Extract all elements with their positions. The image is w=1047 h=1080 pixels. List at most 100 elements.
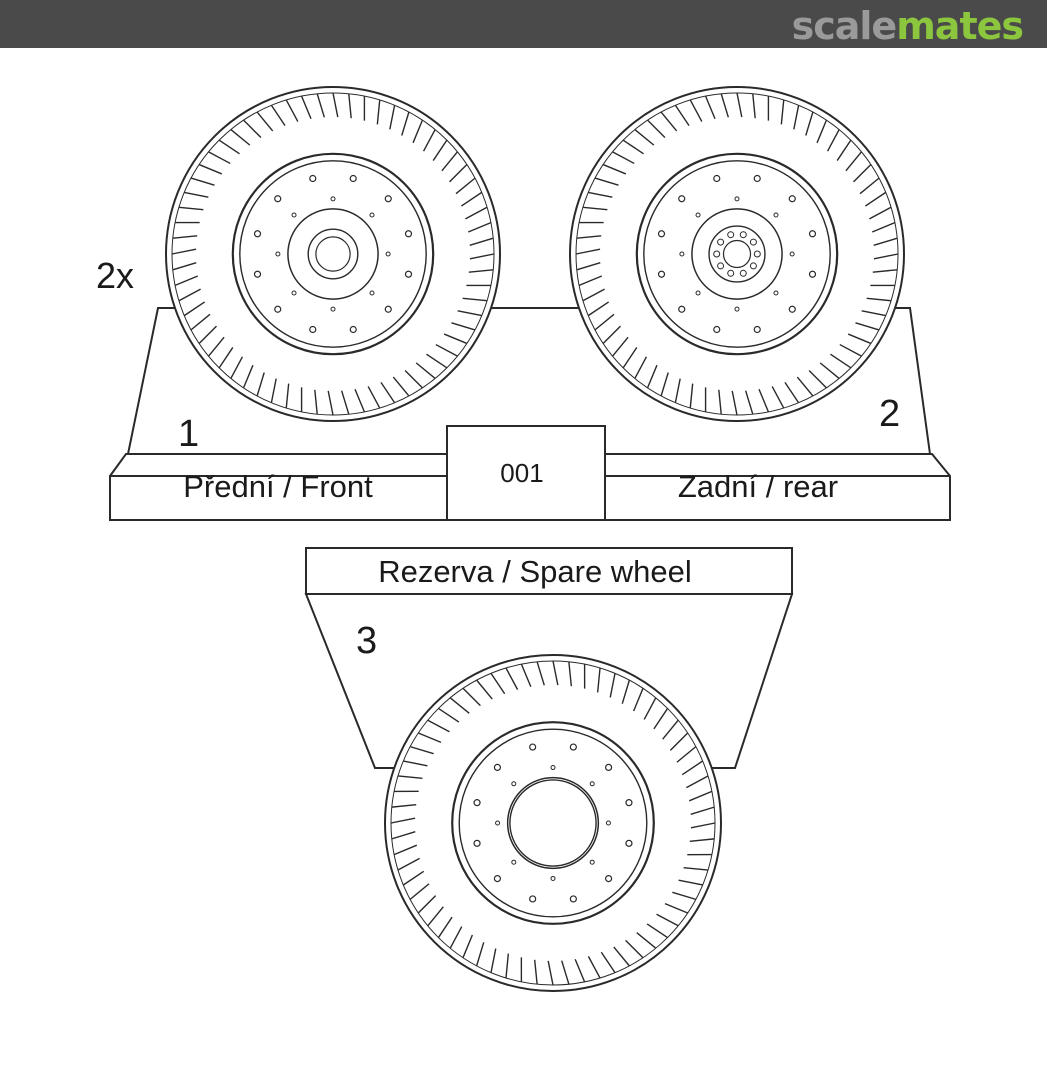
tread-lug	[397, 775, 423, 780]
tread-lug	[401, 111, 410, 136]
tread-lug	[612, 336, 629, 357]
bolt-hole	[808, 230, 817, 238]
tread-lug	[183, 301, 206, 317]
tread-lug	[602, 163, 627, 175]
tread-lug	[391, 831, 416, 840]
tread-lug	[285, 383, 290, 409]
tread-lug	[552, 660, 559, 686]
tread-lug	[784, 381, 800, 404]
hub-ring	[691, 208, 783, 300]
tread-lug	[793, 105, 800, 130]
tread-lug	[871, 221, 896, 233]
tread-lug	[855, 322, 880, 331]
tread-lug	[612, 151, 635, 165]
tread-lug	[270, 378, 277, 403]
bolt-hole	[657, 230, 666, 238]
tread-lug	[404, 370, 423, 389]
tread-lug	[653, 708, 669, 730]
code-box	[446, 425, 606, 521]
inner-bolt	[695, 212, 701, 218]
logo-text-mates: mates	[896, 4, 1024, 48]
hub-ring	[287, 208, 379, 300]
hub-nut	[713, 250, 721, 258]
tread-lug	[720, 93, 730, 118]
bolt-hole	[529, 895, 537, 903]
tread-lug	[576, 235, 602, 239]
tread-lug	[689, 838, 715, 843]
tread-lug	[839, 343, 862, 357]
bolt-hole	[274, 305, 282, 313]
bolt-hole	[678, 305, 686, 313]
inner-bolt	[589, 781, 595, 787]
bolt-hole	[493, 763, 502, 772]
scalemates-logo[interactable]: scalemates	[792, 4, 1024, 48]
tread-lug	[771, 386, 785, 409]
tread-lug	[380, 381, 396, 404]
tread-lug	[643, 697, 657, 720]
bolt-hole	[253, 270, 262, 278]
rim-inner	[643, 160, 831, 348]
tread-lug	[230, 356, 244, 379]
inner-bolt	[385, 251, 391, 257]
bolt-hole	[349, 325, 357, 334]
tread-lug	[859, 177, 880, 195]
tread-lug	[830, 353, 852, 369]
tread-lug	[588, 191, 613, 198]
tread-lug	[285, 99, 299, 122]
inner-bolt	[773, 290, 779, 296]
tread-lug	[547, 960, 554, 986]
tread-lug	[314, 389, 318, 415]
tread-lug	[819, 362, 840, 379]
tread-lug	[594, 313, 615, 331]
tread-lug	[681, 760, 704, 776]
tread-lug	[367, 386, 381, 409]
tread-lug	[449, 697, 470, 714]
tread-lug	[426, 353, 448, 369]
tread-lug	[634, 356, 648, 379]
tread-lug	[646, 364, 658, 389]
tread-lug	[636, 932, 657, 949]
tread-lug	[869, 206, 892, 220]
tread-lug	[634, 129, 655, 146]
hub-ring	[506, 776, 600, 870]
tread-lug	[432, 139, 448, 161]
tread-lug	[596, 667, 601, 693]
tread-lug	[376, 99, 381, 125]
bolt-hole	[349, 174, 357, 183]
tread-lug	[805, 111, 814, 136]
bolt-hole	[753, 174, 761, 183]
tread-lug	[412, 119, 424, 144]
hub-nut	[717, 238, 725, 246]
tread-lug	[208, 151, 231, 165]
tread-lug	[674, 104, 690, 127]
bolt-hole	[604, 874, 613, 883]
tread-lug	[418, 732, 442, 744]
tread-lug	[243, 119, 262, 138]
tread-lug	[533, 959, 538, 985]
tread-lug	[594, 177, 619, 186]
tread-lug	[689, 383, 694, 409]
tread-lug	[704, 95, 716, 120]
tread-lug	[808, 370, 827, 389]
tread-lug	[451, 322, 476, 331]
tread-lug	[582, 288, 605, 302]
bolt-hole	[788, 195, 796, 203]
hub-center	[509, 779, 597, 867]
label-code: 001	[500, 458, 543, 488]
tread-lug	[462, 687, 481, 707]
tread-lug	[664, 902, 688, 914]
tread-lug	[731, 390, 738, 416]
tread-lug	[744, 390, 754, 415]
tread-lug	[689, 99, 703, 122]
tread-lug	[393, 844, 418, 856]
tread-lug	[389, 105, 396, 130]
tread-lug	[178, 206, 204, 211]
inner-bolt	[369, 212, 375, 218]
inner-bolt	[550, 765, 556, 771]
tread-lug	[676, 746, 697, 763]
bolt-hole	[569, 895, 577, 903]
tread-lug	[256, 372, 265, 397]
tread-lug	[622, 347, 638, 369]
hub-center	[708, 225, 766, 283]
tread-lug	[172, 235, 198, 239]
